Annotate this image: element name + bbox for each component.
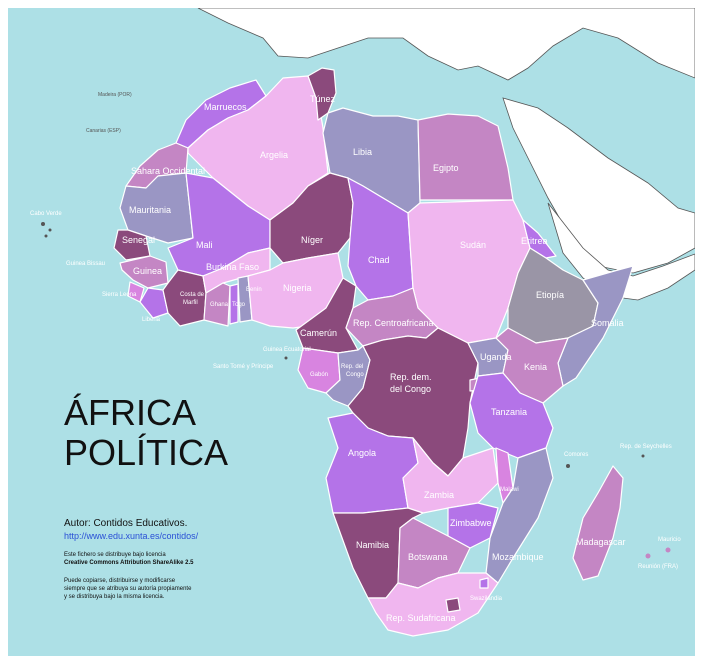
credits-terms-1: Puede copiarse, distribuirse y modificar… <box>64 578 176 584</box>
label-sahara: Sahara Occidental <box>131 166 205 176</box>
country-kenia[interactable] <box>495 327 569 404</box>
label-nigeria: Nigeria <box>283 283 312 293</box>
label-somalia: Somalia <box>591 318 624 328</box>
country-mauritania[interactable] <box>119 172 194 244</box>
country-tunez[interactable] <box>307 67 337 121</box>
country-egipto[interactable] <box>417 113 514 201</box>
label-sierra-leona: Sierra Leona <box>102 292 137 298</box>
island-cabo-verde-3 <box>44 234 48 238</box>
island-mauricio <box>665 547 671 553</box>
label-libia: Libia <box>353 147 372 157</box>
label-cabo-verde: Cabo Verde <box>30 211 62 217</box>
label-zambia: Zambia <box>424 490 454 500</box>
label-comores: Comores <box>564 452 588 458</box>
country-lesoto[interactable] <box>445 597 461 613</box>
label-gabon: Gabón <box>310 372 328 378</box>
label-sudafrica: Rep. Sudafricana <box>386 613 456 623</box>
label-congo-2: Congo <box>346 372 364 378</box>
label-botswana: Botswana <box>408 552 448 562</box>
label-egipto: Egipto <box>433 163 459 173</box>
country-camerun[interactable] <box>295 277 359 354</box>
label-mauricio: Mauricio <box>658 537 681 543</box>
country-togo[interactable] <box>229 283 239 325</box>
island-comores <box>566 464 570 468</box>
country-costa-marfil[interactable] <box>162 269 207 327</box>
island-cabo-verde-2 <box>48 228 52 232</box>
label-namibia: Namibia <box>356 540 389 550</box>
island-cabo-verde-1 <box>41 222 45 226</box>
island-seychelles <box>641 454 645 458</box>
credits-terms-3: y se distribuya bajo la misma licencia. <box>64 594 165 600</box>
label-madagascar: Madagascar <box>576 537 626 547</box>
map-title: ÁFRICA POLÍTICA <box>64 393 228 473</box>
label-canarias: Canarias (ESP) <box>86 128 121 134</box>
country-ghana[interactable] <box>203 282 231 327</box>
arabian-peninsula <box>547 202 695 301</box>
country-guinea[interactable] <box>119 255 169 289</box>
label-sudan: Sudán <box>460 240 486 250</box>
label-kenia: Kenia <box>524 362 547 372</box>
label-eritrea: Eritrea <box>521 236 548 246</box>
country-swazilandia[interactable] <box>479 577 489 589</box>
label-etiopia: Etiopía <box>536 290 564 300</box>
label-guinea-ecuatorial: Guinea Ecuatorial <box>263 347 311 353</box>
credits-license-name: Creative Commons Attribution ShareAlike … <box>64 560 194 566</box>
label-liberia: Liberia <box>142 317 161 323</box>
credits-terms: Puede copiarse, distribuirse y modificar… <box>64 577 294 601</box>
label-santo-tome: Santo Tomé y Príncipe <box>213 364 274 370</box>
label-angola: Angola <box>348 448 376 458</box>
country-somalia[interactable] <box>557 265 634 387</box>
credits-terms-2: siempre que se atribuya su autoría propi… <box>64 586 192 592</box>
label-seychelles: Rep. de Seychelles <box>620 444 672 450</box>
label-swazilandia: Swazilandia <box>470 596 503 602</box>
label-zimbabwe: Zimbabwe <box>450 518 492 528</box>
label-congo-1: Rep. del <box>341 364 363 370</box>
label-madeira: Madeira (POR) <box>98 92 132 98</box>
credits-author: Autor: Contidos Educativos. <box>64 518 188 529</box>
label-mauritania: Mauritania <box>129 205 171 215</box>
island-reunion <box>645 553 651 559</box>
label-uganda: Uganda <box>480 352 512 362</box>
label-malawi: Malawi <box>500 487 519 493</box>
middle-east-landmass <box>502 97 695 274</box>
label-rdc-1: Rep. dem. <box>390 372 432 382</box>
map-title-line1: ÁFRICA <box>64 392 197 433</box>
label-guinea-bissau: Guinea Bissau <box>66 261 105 267</box>
label-togo: Togo <box>232 302 246 308</box>
label-costa-marfil-2: Marfil <box>183 300 198 306</box>
label-rdc-2: del Congo <box>390 384 431 394</box>
label-benin: Benín <box>246 287 262 293</box>
africa-political-map: Marruecos Túnez Argelia Libia Egipto Sah… <box>30 8 695 637</box>
credits-license: Este fichero se distribuye bajo licencia… <box>64 551 294 567</box>
label-guinea: Guinea <box>133 266 162 276</box>
credits-url-link[interactable]: http://www.edu.xunta.es/contidos/ <box>64 531 199 541</box>
label-tanzania: Tanzania <box>491 407 527 417</box>
label-rca: Rep. Centroafricana <box>353 318 434 328</box>
credits-block: Autor: Contidos Educativos. http://www.e… <box>64 518 294 601</box>
label-chad: Chad <box>368 255 390 265</box>
label-niger: Níger <box>301 235 323 245</box>
label-costa-marfil-1: Costa de <box>180 292 205 298</box>
label-argelia: Argelia <box>260 150 288 160</box>
map-frame: Marruecos Túnez Argelia Libia Egipto Sah… <box>8 8 695 656</box>
label-burkina: Burkina Faso <box>206 262 259 272</box>
label-mozambique: Mozambique <box>492 552 544 562</box>
label-reunion: Reunión (FRA) <box>638 564 678 570</box>
label-ghana: Ghana <box>210 302 229 308</box>
country-sudafrica[interactable] <box>367 572 499 637</box>
island-santo-tome <box>284 356 288 360</box>
label-camerun: Camerún <box>300 328 337 338</box>
europe-landmass <box>197 8 695 81</box>
credits-license-intro: Este fichero se distribuye bajo licencia <box>64 552 166 558</box>
label-tunez: Túnez <box>310 94 336 104</box>
country-mozambique[interactable] <box>485 447 554 584</box>
map-title-line2: POLÍTICA <box>64 432 229 473</box>
label-marruecos: Marruecos <box>204 102 247 112</box>
label-senegal: Senegal <box>122 235 155 245</box>
country-madagascar[interactable] <box>572 465 624 581</box>
label-mali: Mali <box>196 240 213 250</box>
